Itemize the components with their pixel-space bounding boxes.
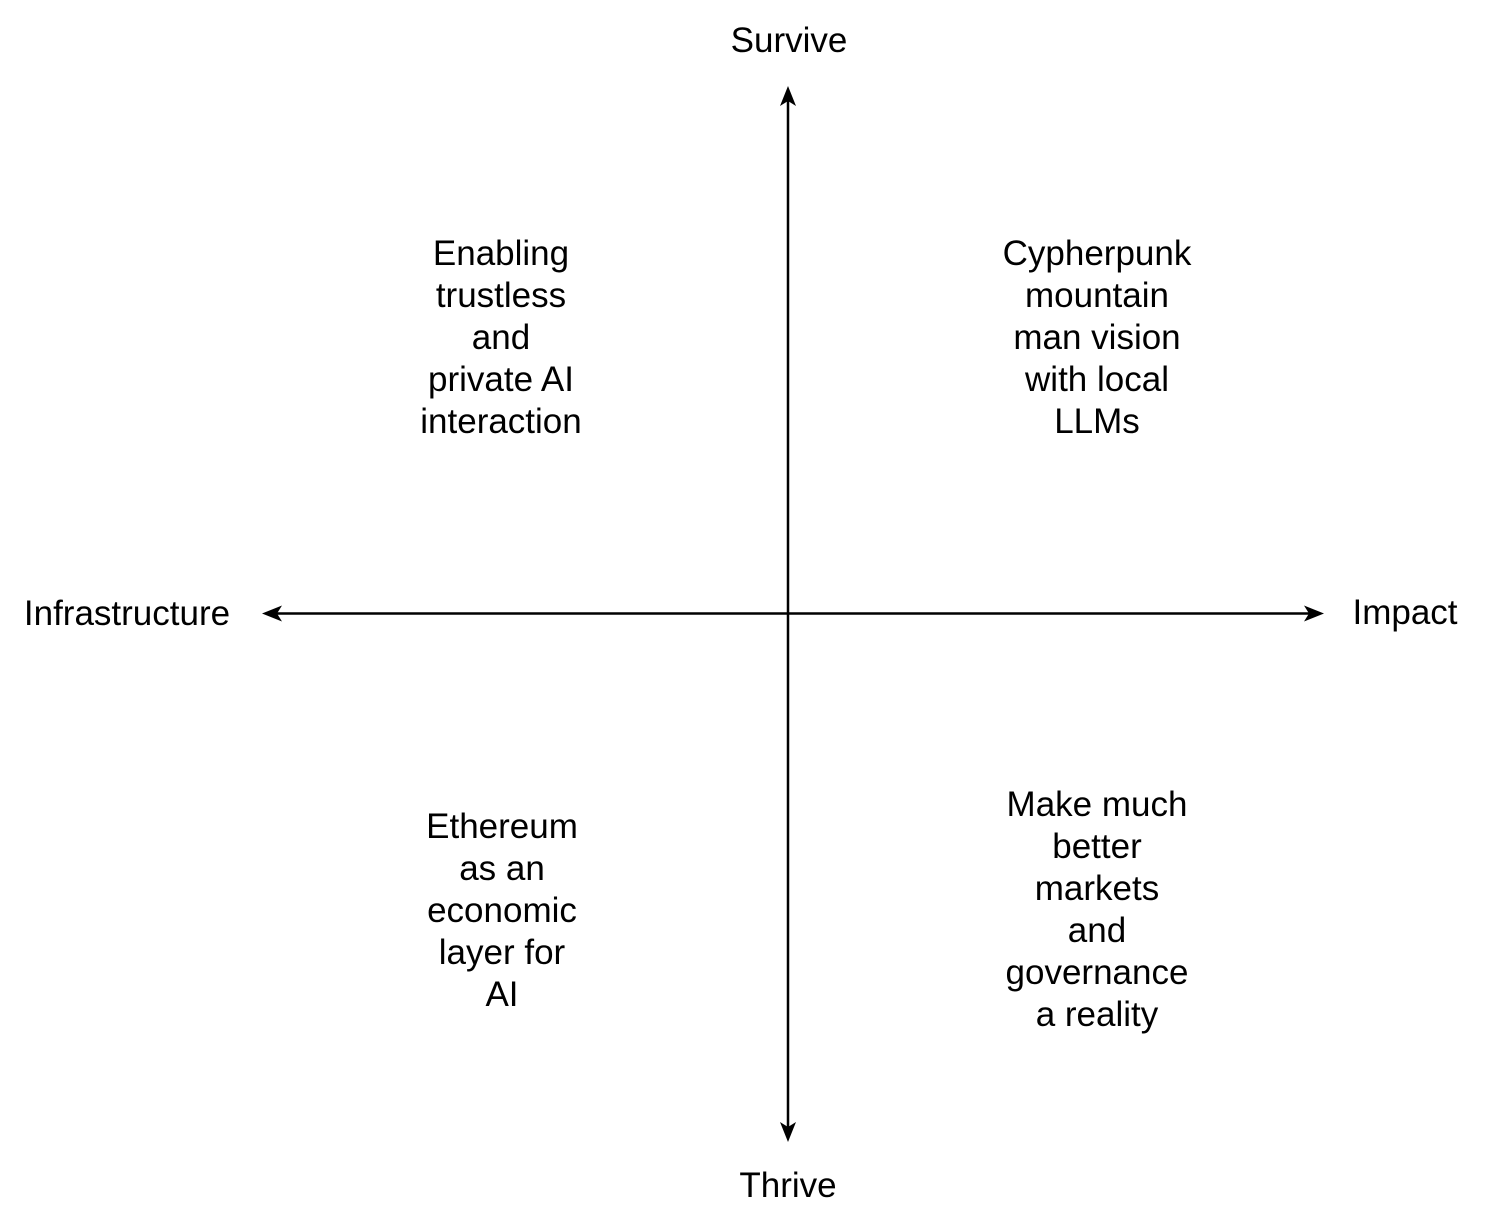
arrowhead-left-icon: [262, 605, 282, 622]
axis-label-impact: Impact: [1352, 593, 1458, 632]
arrowhead-down-icon: [780, 1122, 796, 1142]
axis-label-thrive: Thrive: [739, 1166, 837, 1205]
quadrant-text-top-left: Enabling trustless and private AI intera…: [420, 234, 582, 441]
axis-label-infrastructure: Infrastructure: [23, 594, 231, 633]
quadrant-text-top-right: Cypherpunk mountain man vision with loca…: [1002, 234, 1192, 441]
arrowhead-right-icon: [1304, 605, 1324, 622]
arrowhead-up-icon: [780, 86, 796, 106]
quadrant-text-bottom-right: Make much better markets and governance …: [1005, 785, 1189, 1034]
axis-label-survive: Survive: [730, 21, 848, 60]
quadrant-text-bottom-left: Ethereum as an economic layer for AI: [426, 807, 578, 1014]
